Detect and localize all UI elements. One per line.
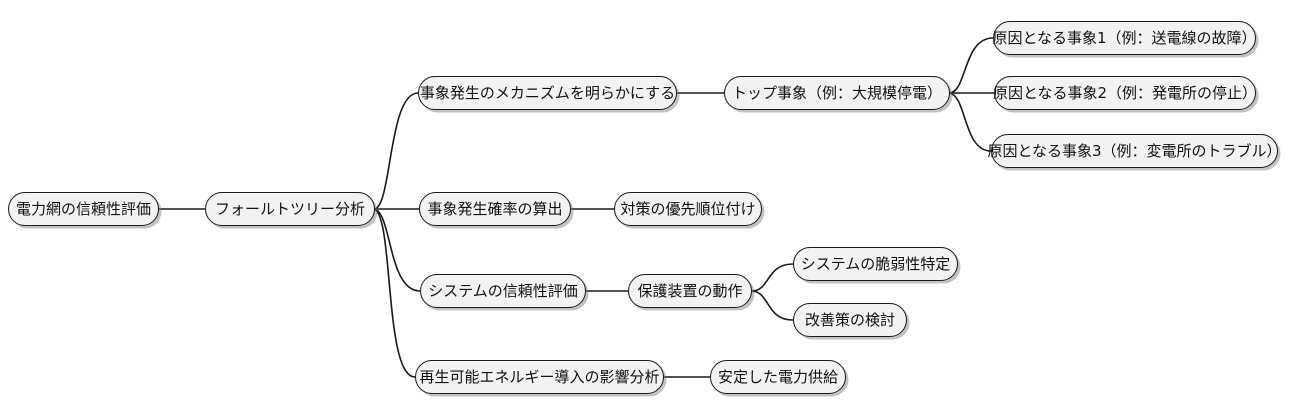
node-branch-system-reliability-label: システムの信頼性評価	[428, 281, 578, 300]
edge-fta-to-branch1	[373, 92, 419, 210]
node-improvement-study[interactable]: 改善策の検討	[793, 303, 907, 337]
node-vulnerability-identification[interactable]: システムの脆弱性特定	[793, 247, 958, 281]
node-branch-probability[interactable]: 事象発生確率の算出	[419, 192, 571, 226]
node-countermeasure-priority-label: 対策の優先順位付け	[620, 199, 756, 218]
node-root-label: 電力網の信頼性評価	[15, 199, 151, 218]
node-branch-mechanism-label: 事象発生のメカニズムを明らかにする	[419, 83, 676, 102]
node-fault-tree-analysis-label: フォールトツリー分析	[214, 199, 365, 218]
edge-topevent-to-cause3	[948, 92, 992, 152]
node-root[interactable]: 電力網の信頼性評価	[8, 192, 159, 226]
node-stable-power-supply[interactable]: 安定した電力供給	[710, 360, 846, 394]
node-stable-power-supply-label: 安定した電力供給	[717, 367, 838, 386]
edge-branch3child-to-gc2	[751, 290, 794, 321]
node-top-event-label: トップ事象（例：大規模停電）	[731, 83, 942, 102]
node-protection-device[interactable]: 保護装置の動作	[628, 274, 752, 308]
edge-branch3child-to-gc1	[751, 263, 794, 292]
node-branch-renewable-impact[interactable]: 再生可能エネルギー導入の影響分析	[415, 360, 664, 394]
node-vulnerability-identification-label: システムの脆弱性特定	[800, 254, 951, 273]
node-cause-event-1-label: 原因となる事象1（例：送電線の故障）	[992, 28, 1257, 47]
edge-fta-to-branch3	[373, 208, 421, 292]
node-cause-event-3-label: 原因となる事象3（例：変電所のトラブル）	[987, 141, 1282, 160]
node-countermeasure-priority[interactable]: 対策の優先順位付け	[614, 192, 762, 226]
node-top-event[interactable]: トップ事象（例：大規模停電）	[724, 76, 950, 110]
edge-topevent-to-cause1	[948, 37, 994, 94]
node-branch-renewable-impact-label: 再生可能エネルギー導入の影響分析	[419, 367, 660, 386]
node-branch-probability-label: 事象発生確率の算出	[427, 199, 563, 218]
edge-fta-to-branch4	[373, 208, 416, 378]
node-cause-event-1[interactable]: 原因となる事象1（例：送電線の故障）	[992, 21, 1257, 55]
node-cause-event-3[interactable]: 原因となる事象3（例：変電所のトラブル）	[987, 134, 1282, 168]
node-branch-mechanism[interactable]: 事象発生のメカニズムを明らかにする	[418, 76, 677, 110]
node-improvement-study-label: 改善策の検討	[804, 310, 895, 329]
node-protection-device-label: 保護装置の動作	[637, 281, 743, 300]
node-fault-tree-analysis[interactable]: フォールトツリー分析	[205, 192, 375, 226]
node-cause-event-2-label: 原因となる事象2（例：発電所の停止）	[992, 83, 1258, 102]
node-cause-event-2[interactable]: 原因となる事象2（例：発電所の停止）	[992, 76, 1258, 110]
node-branch-system-reliability[interactable]: システムの信頼性評価	[420, 274, 586, 308]
